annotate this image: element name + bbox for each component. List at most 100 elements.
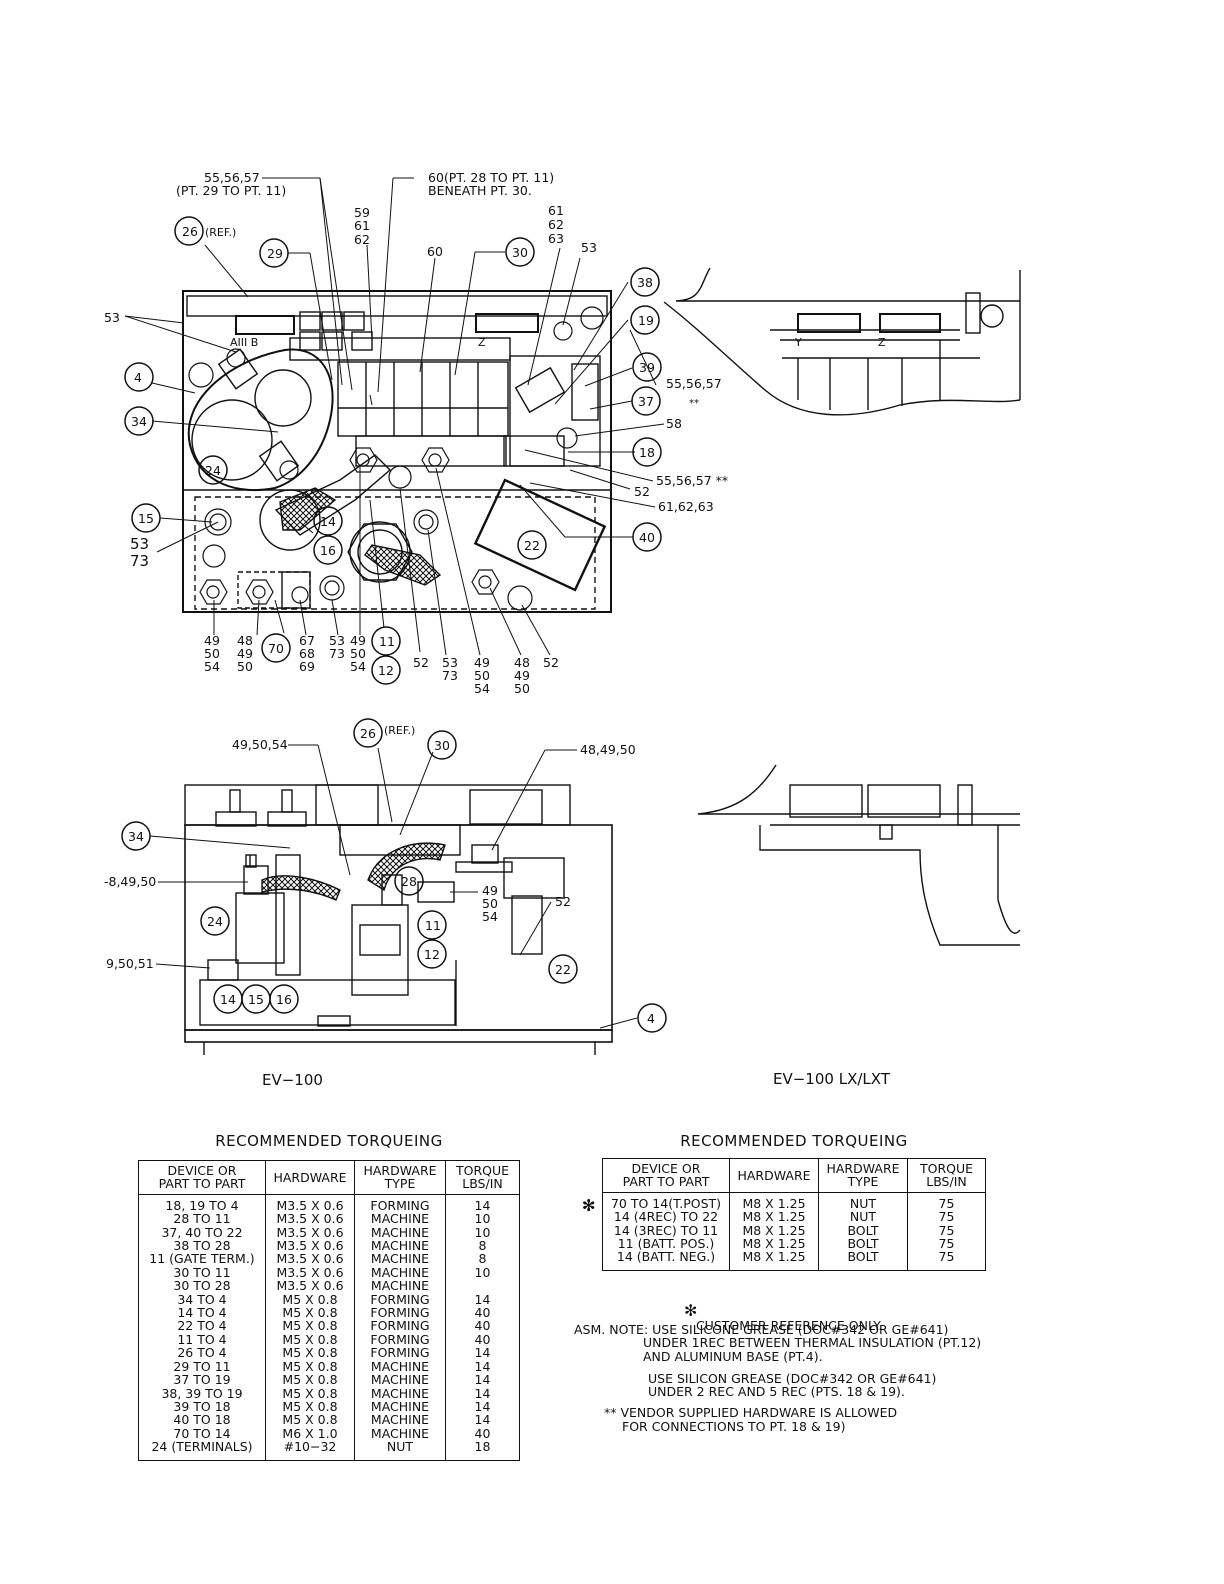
table-cell: NUT xyxy=(818,1210,908,1224)
t1-header-device: DEVICE OR PART TO PART xyxy=(138,1160,266,1195)
callout-49-50-54: 49,50,54 xyxy=(232,737,288,752)
t2-header-torque: TORQUE LBS/IN xyxy=(907,1158,986,1193)
asm-note-5: UNDER 2 REC AND 5 REC (PTS. 18 & 19). xyxy=(648,1384,905,1399)
table-cell: 40 xyxy=(445,1319,520,1333)
table-cell: M5 X 0.8 xyxy=(265,1399,355,1413)
label-z2: Z xyxy=(878,336,886,349)
table-cell: M3.5 X 0.6 xyxy=(265,1279,355,1293)
svg-text:54: 54 xyxy=(474,681,490,696)
table-cell: 11 TO 4 xyxy=(138,1332,266,1346)
table-cell: 38 TO 28 xyxy=(138,1239,266,1252)
table-cell: 14 xyxy=(445,1386,520,1400)
table-cell: M5 X 0.8 xyxy=(265,1319,355,1333)
asm-note-2: UNDER 1REC BETWEEN THERMAL INSULATION (P… xyxy=(643,1335,982,1350)
table-cell: 75 xyxy=(907,1237,986,1250)
table-cell: BOLT xyxy=(818,1223,908,1237)
callout-ref-side: (REF.) xyxy=(384,724,415,737)
callout-11: 11 xyxy=(379,634,395,649)
label-y: Y xyxy=(794,336,802,349)
table-cell: 10 xyxy=(445,1225,520,1239)
table-cell: M5 X 0.8 xyxy=(265,1373,355,1387)
table-cell: 22 TO 4 xyxy=(138,1319,266,1333)
callout-28-side: 28 xyxy=(401,874,417,889)
table-cell: 34 TO 4 xyxy=(138,1292,266,1306)
svg-text:50: 50 xyxy=(237,659,253,674)
table-cell: 14 xyxy=(445,1346,520,1360)
table1-title: RECOMMENDED TORQUEING xyxy=(215,1132,443,1150)
table-cell: FORMING xyxy=(354,1332,446,1346)
table-cell: M3.5 X 0.6 xyxy=(265,1265,355,1279)
callout-55-56-57-r2: 55,56,57 ** xyxy=(656,473,728,488)
table-cell: FORMING xyxy=(354,1346,446,1360)
callout-60-b: BENEATH PT. 30. xyxy=(428,183,532,198)
table-cell: 18, 19 TO 4 xyxy=(138,1194,266,1213)
table-cell: M8 X 1.25 xyxy=(729,1192,819,1211)
svg-text:50: 50 xyxy=(350,646,366,661)
top-view-fasteners xyxy=(188,306,604,611)
table-cell: 11 (GATE TERM.) xyxy=(138,1252,266,1266)
table-cell: 75 xyxy=(907,1210,986,1224)
callout-26-side: 26 xyxy=(360,726,376,741)
svg-text:52: 52 xyxy=(413,655,429,670)
asterisk-icon: ✻ xyxy=(582,1196,596,1215)
callout-63b: 63 xyxy=(548,231,564,246)
table-cell: 38, 39 TO 19 xyxy=(138,1386,266,1400)
svg-text:53: 53 xyxy=(329,633,345,648)
table-cell: 14 (3REC) TO 11 xyxy=(602,1223,730,1237)
callout-55-56-57-r1: 55,56,57 xyxy=(666,376,722,391)
table-cell: M6 X 1.0 xyxy=(265,1426,355,1440)
table-cell: 30 TO 11 xyxy=(138,1265,266,1279)
table-cell: M8 X 1.25 xyxy=(729,1237,819,1250)
callout-60-a: 60(PT. 28 TO PT. 11) xyxy=(428,170,554,185)
callout-62b: 62 xyxy=(548,217,564,232)
callout-30-side: 30 xyxy=(434,738,450,753)
caption-ev100-lx: EV−100 LX/LXT xyxy=(773,1070,891,1088)
t2-header-type: HARDWARE TYPE xyxy=(818,1158,908,1193)
side-view-lx xyxy=(697,764,1021,946)
table-cell: MACHINE xyxy=(354,1426,446,1440)
t1-header-torque: TORQUE LBS/IN xyxy=(445,1160,520,1195)
table-cell: FORMING xyxy=(354,1319,446,1333)
callout-24-side: 24 xyxy=(207,914,223,929)
table-cell: 75 xyxy=(907,1192,986,1211)
svg-text:50: 50 xyxy=(204,646,220,661)
table-cell: 24 (TERMINALS) xyxy=(138,1440,266,1461)
callout-11-side: 11 xyxy=(425,918,441,933)
table-cell: M3.5 X 0.6 xyxy=(265,1225,355,1239)
svg-text:52: 52 xyxy=(543,655,559,670)
side-view-leaders xyxy=(149,744,638,1029)
callout-61-62-63: 61,62,63 xyxy=(658,499,714,514)
top-view-lx xyxy=(663,267,1021,416)
callout-16-side: 16 xyxy=(276,992,292,1007)
table-cell: 40 xyxy=(445,1332,520,1346)
table-cell: M3.5 X 0.6 xyxy=(265,1239,355,1252)
callout-73-l2: 73 xyxy=(130,552,149,570)
table-cell: FORMING xyxy=(354,1306,446,1319)
table-cell: 10 xyxy=(445,1265,520,1279)
table-cell: 18 xyxy=(445,1440,520,1461)
callout-37: 37 xyxy=(638,394,654,409)
callout-19: 19 xyxy=(638,313,654,328)
top-view-labels: 55,56,57 (PT. 29 TO PT. 11) 60(PT. 28 TO… xyxy=(104,170,886,678)
table-cell: M3.5 X 0.6 xyxy=(265,1252,355,1266)
table2-title: RECOMMENDED TORQUEING xyxy=(680,1132,908,1150)
vendor-note-2: FOR CONNECTIONS TO PT. 18 & 19) xyxy=(622,1419,846,1434)
table-cell: MACHINE xyxy=(354,1373,446,1387)
svg-text:49: 49 xyxy=(474,655,490,670)
callout-52-right: 52 xyxy=(634,484,650,499)
table-cell: 37 TO 19 xyxy=(138,1373,266,1387)
svg-text:54: 54 xyxy=(350,659,366,674)
table-cell: M5 X 0.8 xyxy=(265,1386,355,1400)
table-cell: M5 X 0.8 xyxy=(265,1346,355,1360)
